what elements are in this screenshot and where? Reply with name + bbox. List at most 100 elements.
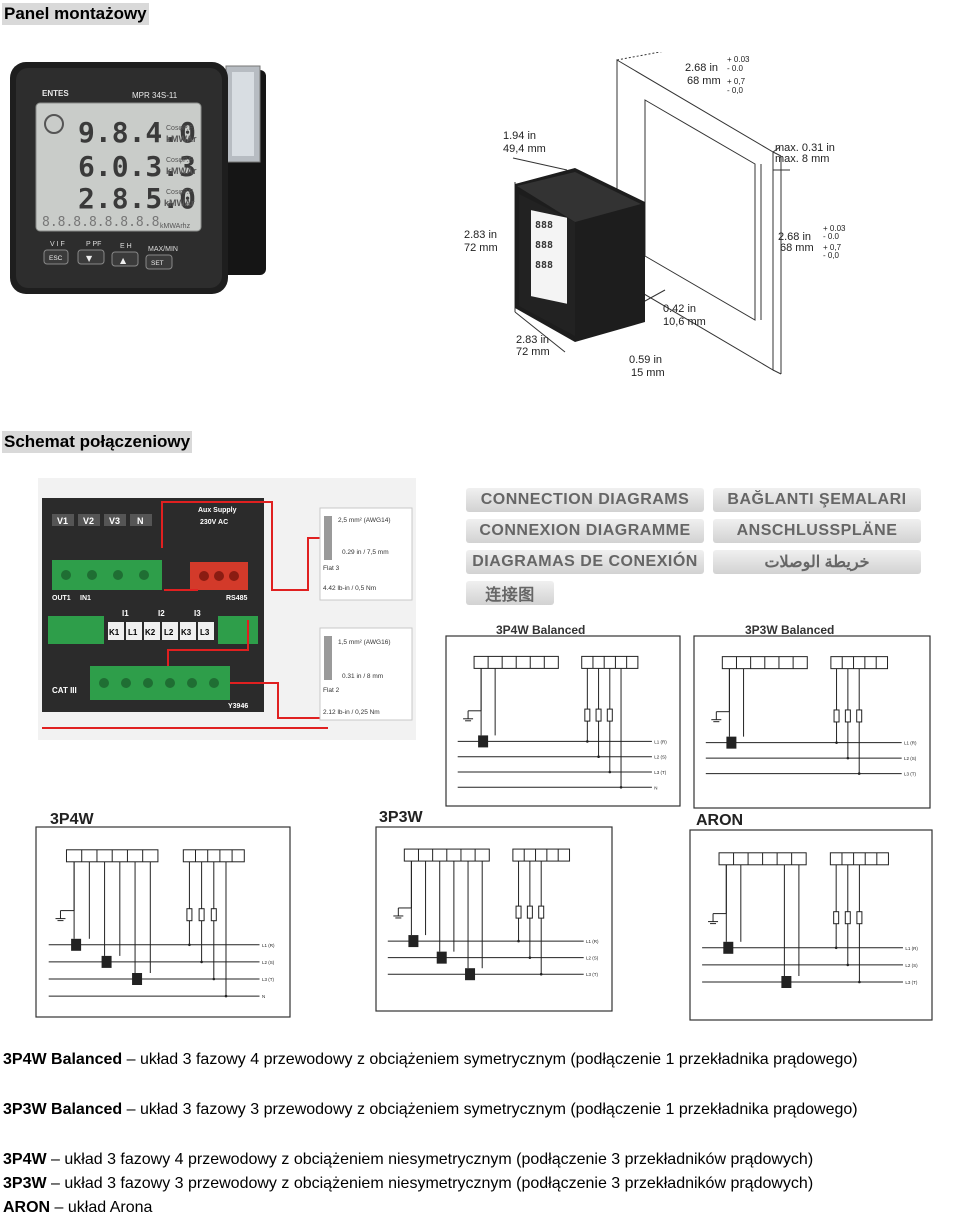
in1-label: IN1 — [80, 595, 91, 602]
dim-right-tol-4: - 0,0 — [823, 251, 840, 260]
svg-text:ESC: ESC — [49, 255, 63, 262]
diagram-3p4w-balanced-line-label-2: L3 (T) — [654, 770, 667, 775]
diagram-title-aron: ARON — [696, 812, 744, 829]
spec2-wire: 1,5 mm² (AWG16) — [338, 639, 391, 646]
diagram-3p4w-balanced-line-label-3: N — [654, 785, 657, 790]
diagram-3p3w-ct-2 — [465, 968, 476, 981]
current-connector — [90, 666, 230, 700]
set-button[interactable]: SET — [145, 254, 173, 270]
diagram-3p3w-balanced-line-label-2: L3 (T) — [904, 772, 917, 777]
diagram-3p4w-balanced-line-label-0: L1 (R) — [654, 739, 667, 744]
lcd-unit-1: CosφP.F. — [166, 125, 194, 132]
dim-depth-in: 1.94 in — [503, 130, 536, 142]
diagram-3p3w-fuse-2 — [538, 905, 545, 919]
i2-label: I2 — [158, 609, 165, 618]
term-v1: V1 — [57, 516, 68, 526]
down-button[interactable]: ▼ — [77, 249, 105, 265]
lcd-row-2: 6.0.3.3 — [78, 150, 196, 183]
dim-right-mm: 68 mm — [780, 242, 814, 254]
diagram-title-3p4w-balanced: 3P4W Balanced — [496, 623, 586, 637]
svg-text:▼: ▼ — [86, 254, 93, 263]
diagram-aron-ct-0 — [723, 941, 734, 954]
spec1-flat: Flat 3 — [323, 565, 340, 572]
term-l2: L2 — [164, 628, 174, 637]
svg-text:▲: ▲ — [120, 256, 127, 265]
lcd-unit-7: kMWArhz — [160, 223, 191, 230]
up-button[interactable]: ▲ — [111, 251, 139, 267]
diagram-3p3w-balanced-tap-0 — [835, 741, 838, 744]
description-3p3w: 3P3W – układ 3 fazowy 3 przewodowy z obc… — [3, 1175, 814, 1192]
dim-small-mm: 10,6 mm — [663, 316, 706, 328]
term-v3: V3 — [109, 516, 120, 526]
svg-text:888: 888 — [535, 240, 553, 251]
dim-bottom-mm: 72 mm — [516, 346, 550, 358]
lcd-unit-3: CosφP.F. — [166, 157, 194, 164]
terminal-panel: V1 V2 V3 N Aux Supply 230V AC OUT1 IN1 R… — [38, 478, 416, 740]
section-title-panel: Panel montażowy — [2, 3, 149, 25]
rs485-connector — [218, 616, 258, 644]
dim-top-tol-4: - 0,0 — [727, 86, 744, 95]
diagram-3p4w-balanced-ct-0 — [478, 735, 489, 748]
lcd-unit-6: kMWAr — [164, 198, 195, 208]
lcd-unit-5: CosφP.F. — [166, 189, 194, 196]
lcd-quadrant-icon — [44, 114, 64, 134]
spec2-torque: 2.12 lb-in / 0,25 Nm — [323, 709, 380, 716]
section-title-schema: Schemat połączeniowy — [2, 431, 193, 453]
diagram-3p4w-fuse-2 — [210, 908, 217, 922]
diagram-3p4w-balanced-fuse-2 — [606, 708, 613, 722]
svg-text:888: 888 — [535, 260, 553, 271]
button-label-3: E H — [120, 243, 132, 250]
lcd-row-1: 9.8.4.0 — [78, 116, 196, 149]
diagram-3p4w-tap-1 — [200, 960, 203, 964]
diagram-3p4w-ct-0 — [71, 938, 82, 951]
diagram-3p4w-ct-2 — [132, 973, 143, 985]
diagram-3p3w-line-label-1: L2 (S) — [586, 956, 599, 961]
diagram-3p3w-line-label-2: L3 (T) — [586, 972, 599, 977]
badge-baglanti: BAĞLANTI ŞEMALARI — [713, 488, 921, 512]
description-3p3w-balanced: 3P3W Balanced – układ 3 fazowy 3 przewod… — [3, 1101, 858, 1118]
diagram-aron-line-label-2: L3 (T) — [905, 980, 918, 985]
diagram-3p4w-balanced-tap-1 — [597, 755, 600, 758]
diagram-3p3w-balanced-fuse-2 — [856, 709, 863, 723]
diagram-3p3w-balanced-line-label-1: L2 (S) — [904, 756, 917, 761]
dim-left-in: 2.83 in — [464, 229, 497, 241]
diagram-3p3w-balanced-tap-2 — [857, 772, 861, 775]
diagram-title-3p4w: 3P4W — [50, 811, 94, 828]
badge-anschluss: ANSCHLUSSPLÄNE — [713, 519, 921, 543]
term-v2: V2 — [83, 516, 94, 526]
diagram-3p4w-line-label-2: L3 (T) — [262, 977, 275, 982]
diagram-3p4w-balanced-fuse-1 — [595, 708, 602, 722]
dim-small-in: 0.42 in — [663, 303, 696, 315]
diagram-title-3p3w: 3P3W — [379, 809, 423, 826]
dim-right-tol-2: - 0.0 — [823, 232, 840, 241]
description-3p4w: 3P4W – układ 3 fazowy 4 przewodowy z obc… — [3, 1151, 814, 1168]
diagram-3p3w-line-label-0: L1 (R) — [586, 939, 599, 944]
diagram-3p4w-tap-2 — [212, 977, 216, 981]
badge-diagramas: DIAGRAMAS DE CONEXIÓN — [466, 550, 704, 574]
i1-label: I1 — [122, 609, 129, 618]
code-label: Y3946 — [228, 703, 248, 710]
term-k3: K3 — [181, 628, 192, 637]
spec1-wire: 2,5 mm² (AWG14) — [338, 517, 391, 524]
rs485-label: RS485 — [226, 595, 248, 602]
diagram-aron-tap-2 — [858, 980, 861, 984]
diagram-3p3w-balanced-fuse-0 — [833, 709, 840, 723]
diagram-3p3w-ct-0 — [408, 935, 419, 948]
dim-left-mm: 72 mm — [464, 242, 498, 254]
badge-chinese: 连接图 — [466, 581, 554, 605]
dim-bottom-in: 2.83 in — [516, 334, 549, 346]
diagram-3p4w-line-label-3: N — [262, 994, 265, 999]
diagram-3p3w-tap-1 — [528, 956, 532, 959]
diagram-3p4w-line-label-1: L2 (S) — [262, 960, 275, 965]
diagram-aron-fuse-0 — [833, 911, 840, 925]
aux-supply-label: Aux Supply — [198, 507, 237, 514]
dim-top-in: 2.68 in — [685, 62, 718, 74]
diagram-3p4w-balanced-voltage-block — [581, 655, 639, 669]
esc-button[interactable]: ESC — [43, 249, 69, 265]
diagram-aron-fuse-2 — [856, 911, 863, 925]
diagram-3p4w-fuse-0 — [186, 908, 193, 922]
meter-photo: ENTES MPR 34S-11 9.8.4.0 6.0.3.3 2.8.5.0… — [10, 62, 266, 294]
dim-top-tol-1: + 0.03 — [727, 55, 750, 64]
